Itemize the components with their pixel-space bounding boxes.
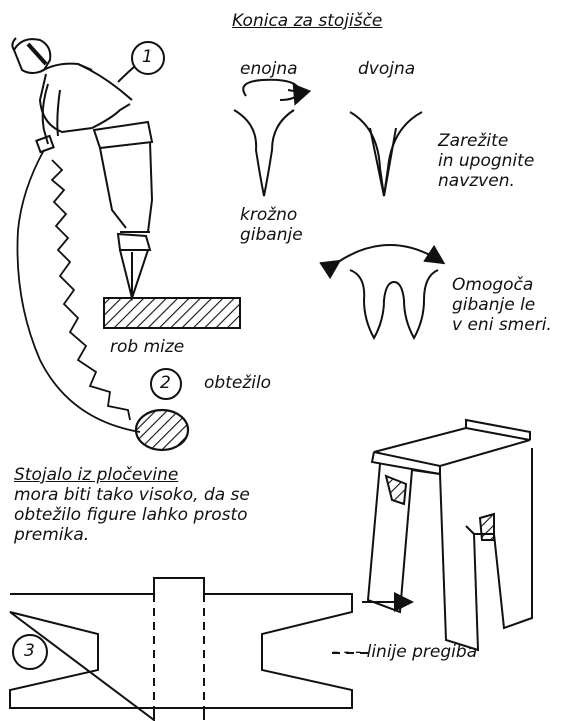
cut-line-3: navzven.	[438, 171, 515, 191]
label-weight: obtežilo	[204, 373, 272, 393]
sheet-pattern	[9, 577, 353, 721]
stand-line-1: mora biti tako visoko, da se	[14, 485, 250, 505]
split-cone	[319, 244, 446, 341]
allows-line-1: Omogoča	[452, 275, 534, 295]
circular-line-2: gibanje	[240, 225, 303, 245]
allows-line-3: v eni smeri.	[452, 315, 552, 335]
cut-line-2: in upognite	[438, 151, 535, 171]
marker-1-label: 1	[142, 47, 153, 67]
stand-3d	[366, 418, 533, 652]
circular-line-1: krožno	[240, 205, 298, 225]
table-edge-hatch	[103, 297, 241, 329]
cut-line-1: Zarežite	[438, 131, 509, 151]
double-cone	[349, 111, 423, 197]
weight-ellipse	[134, 408, 190, 452]
allows-line-2: gibanje le	[452, 295, 536, 315]
label-double: dvojna	[358, 59, 416, 79]
marker-1-circle	[131, 41, 165, 75]
label-single: enojna	[240, 59, 298, 79]
weight-wire	[16, 149, 141, 433]
marker-2-circle	[150, 368, 182, 400]
person-figure	[11, 37, 154, 302]
stand-title: Stojalo iz pločevine	[14, 465, 179, 485]
single-cone	[233, 78, 312, 197]
marker-3-circle	[12, 634, 48, 670]
label-fold-lines: - - - linije pregiba	[332, 642, 478, 662]
label-table-edge: rob mize	[110, 337, 185, 357]
title: Konica za stojišče	[232, 11, 383, 31]
stand-line-2: obtežilo figure lahko prosto	[14, 505, 248, 525]
marker-3-label: 3	[24, 641, 35, 661]
marker-2-label: 2	[160, 373, 171, 393]
stand-line-3: premika.	[14, 525, 90, 545]
